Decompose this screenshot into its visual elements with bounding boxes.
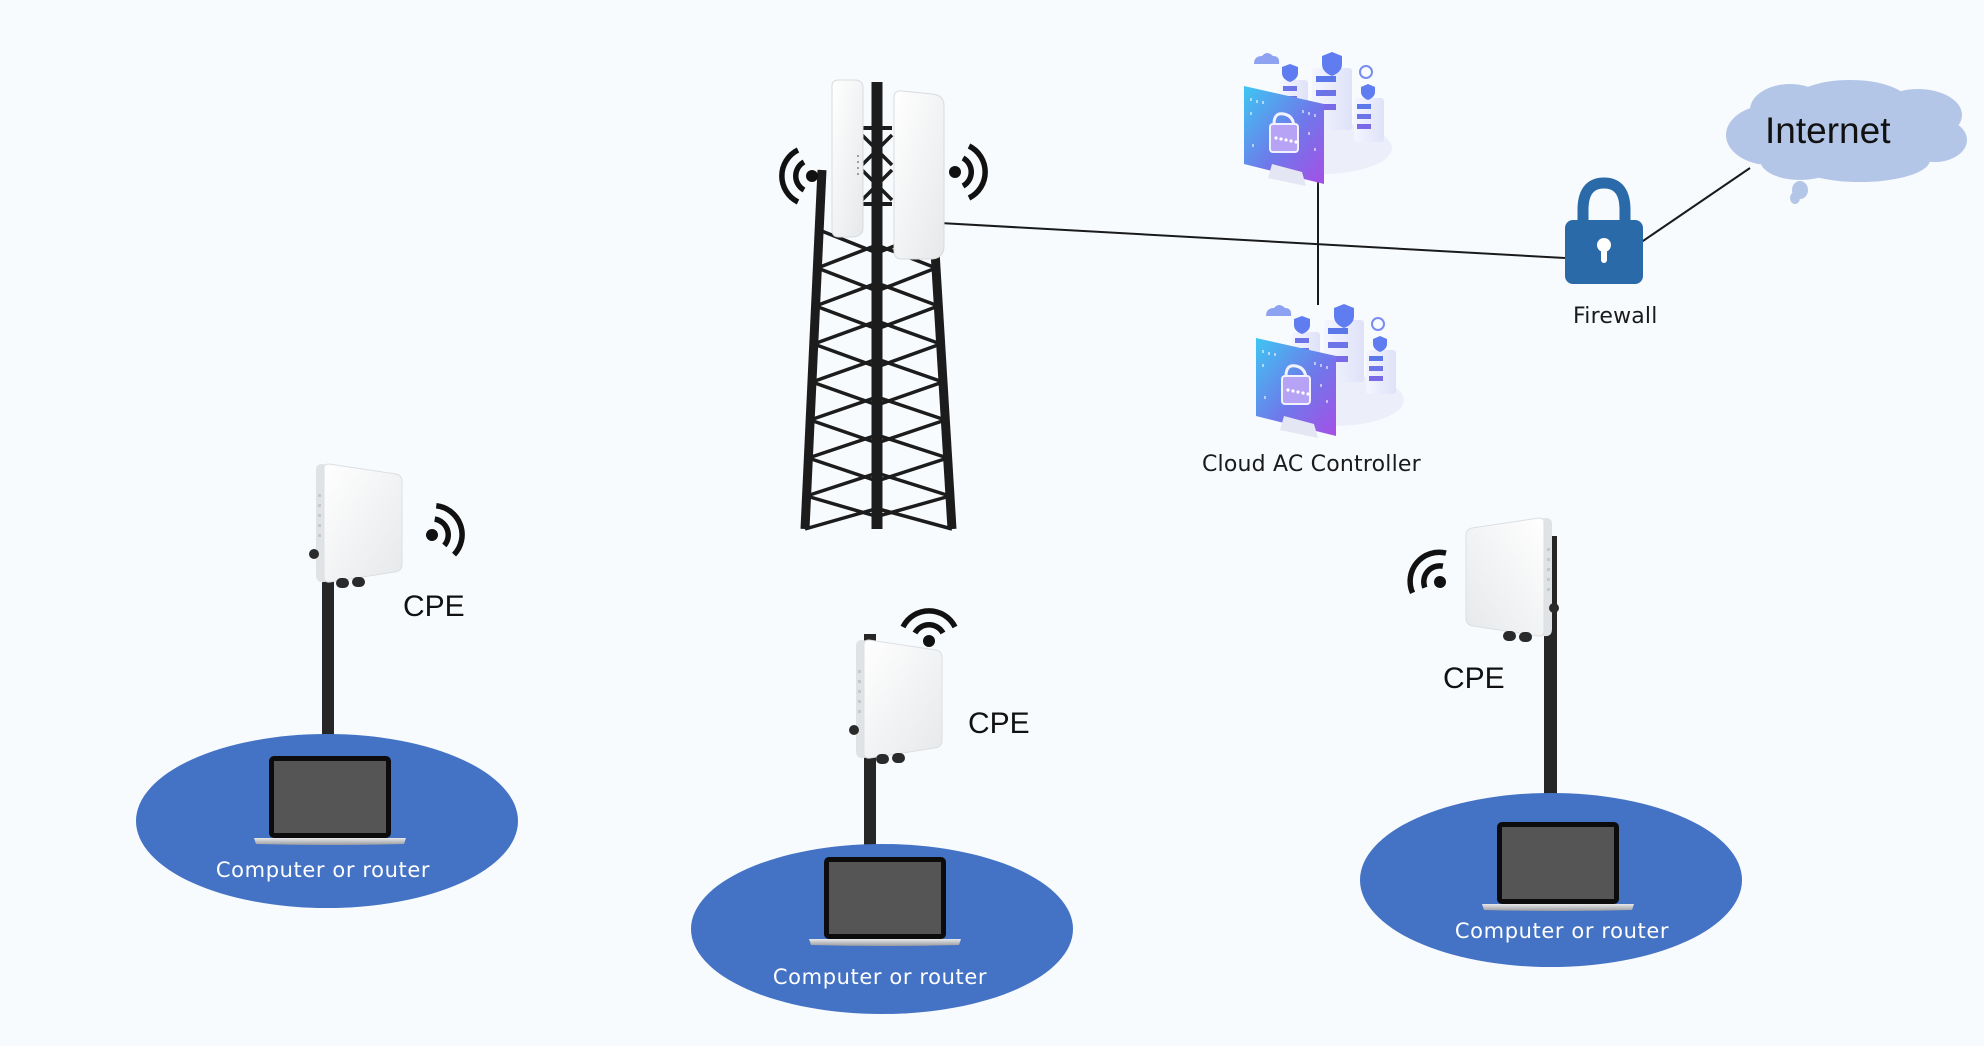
base-station-antenna-right xyxy=(893,90,945,260)
mounting-pole xyxy=(322,580,334,736)
link-firewall-internet xyxy=(1639,167,1751,244)
tower-brace xyxy=(813,319,878,346)
client-label: Computer or router xyxy=(1454,919,1670,943)
tower-brace xyxy=(876,471,951,498)
tower-brace xyxy=(814,281,878,308)
lock-icon xyxy=(1565,177,1643,284)
firewall-label: Firewall xyxy=(1573,304,1658,329)
cloud-icon xyxy=(1726,80,1967,204)
cpe-label: CPE xyxy=(968,707,1030,740)
cpe-label: CPE xyxy=(403,590,465,623)
link-tower-firewall xyxy=(939,222,1566,259)
tower-brace xyxy=(806,494,878,519)
cpe-antenna-icon xyxy=(308,463,403,589)
wifi-signal-icon xyxy=(903,611,955,647)
tower-brace xyxy=(876,506,953,531)
tower-brace xyxy=(876,281,939,308)
client-label: Computer or router xyxy=(215,858,431,882)
cpe-site-1 xyxy=(136,463,518,908)
tower-brace xyxy=(876,433,949,460)
tower-brace xyxy=(876,357,944,384)
tower-brace xyxy=(860,168,894,202)
tower-brace xyxy=(807,433,878,460)
wifi-signal-icon xyxy=(782,150,818,202)
tower-brace xyxy=(876,395,946,422)
cpe-label: CPE xyxy=(1443,662,1505,695)
tower-brace xyxy=(809,395,878,422)
tower-brace xyxy=(804,506,878,531)
cpe-antenna-icon xyxy=(1465,517,1560,643)
laptop-icon xyxy=(254,756,406,845)
wifi-signal-icon xyxy=(1400,543,1461,606)
internet-label: Internet xyxy=(1765,110,1891,151)
cpe-antenna-icon xyxy=(848,639,943,765)
laptop-icon xyxy=(1482,822,1634,911)
wifi-signal-icon xyxy=(417,500,469,561)
cpe-site-3 xyxy=(1360,517,1742,967)
base-station-antenna-left xyxy=(831,79,864,238)
wifi-signal-icon xyxy=(949,146,985,198)
cpe-site-2 xyxy=(691,611,1073,1014)
tower-brace xyxy=(876,319,942,346)
tower-brace xyxy=(876,494,951,519)
tower-brace xyxy=(816,243,878,270)
controller-label: Cloud AC Controller xyxy=(1202,452,1421,477)
server-cluster-icon xyxy=(1244,302,1406,440)
server-cluster-icon xyxy=(1232,50,1394,188)
tower-brace xyxy=(806,471,878,498)
client-label: Computer or router xyxy=(772,965,988,989)
tower-brace xyxy=(811,357,878,384)
laptop-icon xyxy=(809,857,961,946)
tower-brace xyxy=(860,133,894,167)
